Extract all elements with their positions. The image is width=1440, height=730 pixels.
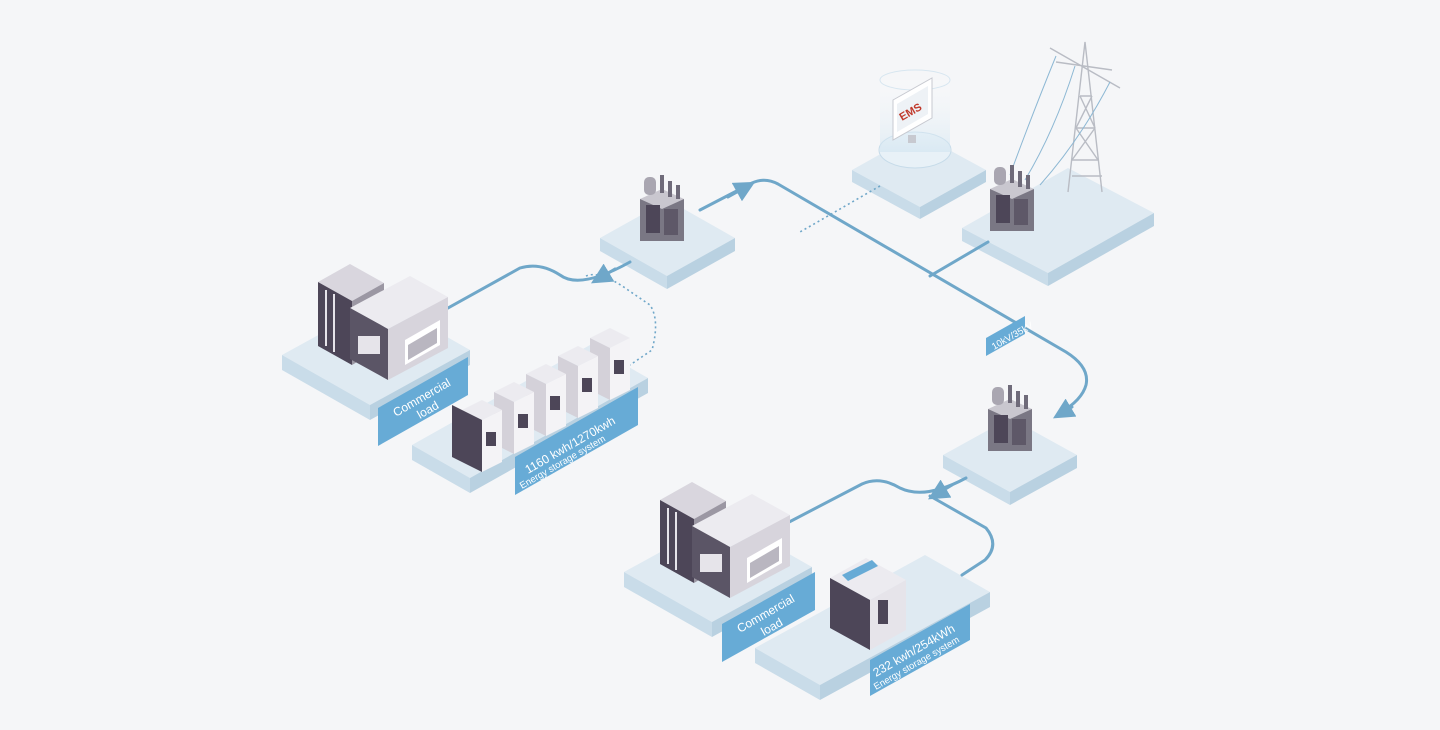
arrow-to-load-2 xyxy=(927,479,954,500)
ems-communication-line xyxy=(799,185,881,233)
ems-monitor: EMS xyxy=(892,77,933,143)
load-1-supply-line xyxy=(428,260,632,320)
main-feeder-line xyxy=(698,178,1089,415)
transformer-2 xyxy=(988,385,1032,451)
grid-branch-line xyxy=(928,240,990,278)
commercial-building-1 xyxy=(318,264,448,380)
power-tower xyxy=(1009,41,1121,193)
label-voltage: 10kV/35kV xyxy=(986,316,1036,356)
arrow-to-transformer-2 xyxy=(1052,398,1077,419)
transformer-grid xyxy=(990,165,1034,231)
load-2-supply-line xyxy=(768,476,968,534)
ess-2-cabinet xyxy=(830,558,906,650)
arrow-to-grid xyxy=(726,181,756,202)
platform-grid xyxy=(962,168,1154,286)
transformer-1 xyxy=(640,175,684,241)
ess-2-loop-line xyxy=(928,494,995,577)
platform-transformer-2 xyxy=(943,418,1077,505)
ess-1-cabinets xyxy=(452,328,630,472)
cabinet xyxy=(526,364,566,436)
ess-1-loop-line xyxy=(585,273,657,366)
cabinet xyxy=(452,400,502,472)
cabinet xyxy=(494,382,534,454)
ems-station: EMS xyxy=(878,69,952,169)
commercial-building-2 xyxy=(660,482,790,598)
dotted-lines xyxy=(585,185,881,366)
